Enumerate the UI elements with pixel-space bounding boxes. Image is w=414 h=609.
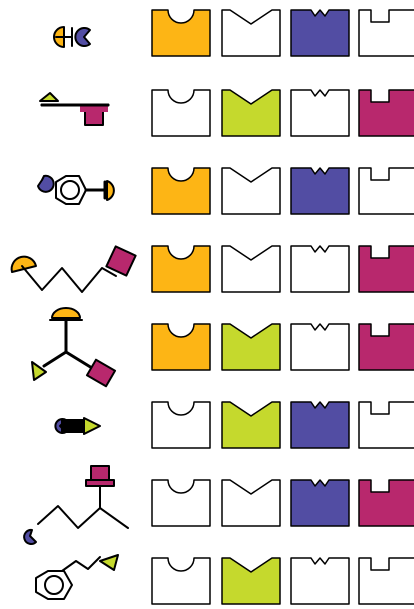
molecule-6-icon xyxy=(55,418,100,434)
slot-r5-semicircle[interactable] xyxy=(152,324,210,370)
slot-r3-double-notch[interactable] xyxy=(291,168,349,214)
slot-r6-double-notch[interactable] xyxy=(291,402,349,448)
slot-r4-triangle[interactable] xyxy=(222,246,280,292)
slot-r1-triangle[interactable] xyxy=(222,10,280,56)
molecule-5-icon xyxy=(32,308,115,386)
slot-r8-semicircle[interactable] xyxy=(152,558,210,604)
slot-r5-step[interactable] xyxy=(359,324,414,370)
slot-r7-triangle[interactable] xyxy=(222,480,280,526)
slot-r6-step[interactable] xyxy=(359,402,414,448)
slot-r6-semicircle[interactable] xyxy=(152,402,210,448)
slot-r3-triangle[interactable] xyxy=(222,168,280,214)
slot-r7-semicircle[interactable] xyxy=(152,480,210,526)
slot-r2-triangle[interactable] xyxy=(222,90,280,136)
slot-r5-triangle[interactable] xyxy=(222,324,280,370)
slot-r7-step[interactable] xyxy=(359,480,414,526)
slot-r4-double-notch[interactable] xyxy=(291,246,349,292)
molecule-8-icon xyxy=(36,555,118,599)
molecule-1-icon xyxy=(54,27,90,47)
molecule-3-icon xyxy=(38,176,114,204)
slot-r7-double-notch[interactable] xyxy=(291,480,349,526)
slot-r3-step[interactable] xyxy=(359,168,414,214)
molecule-4-icon xyxy=(12,246,136,292)
slot-r8-step[interactable] xyxy=(359,558,414,604)
slot-r4-step[interactable] xyxy=(359,246,414,292)
molecule-2-icon xyxy=(40,93,108,125)
slot-r8-triangle[interactable] xyxy=(222,558,280,604)
slot-r8-double-notch[interactable] xyxy=(291,558,349,604)
slot-r1-step[interactable] xyxy=(359,10,414,56)
slot-r2-semicircle[interactable] xyxy=(152,90,210,136)
molecule-7-icon xyxy=(24,466,128,544)
slot-r4-semicircle[interactable] xyxy=(152,246,210,292)
slot-r2-step[interactable] xyxy=(359,90,414,136)
slot-r6-triangle[interactable] xyxy=(222,402,280,448)
slot-r5-double-notch[interactable] xyxy=(291,324,349,370)
slot-r2-double-notch[interactable] xyxy=(291,90,349,136)
slot-r1-double-notch[interactable] xyxy=(291,10,349,56)
slot-r1-semicircle[interactable] xyxy=(152,10,210,56)
slot-r3-semicircle[interactable] xyxy=(152,168,210,214)
